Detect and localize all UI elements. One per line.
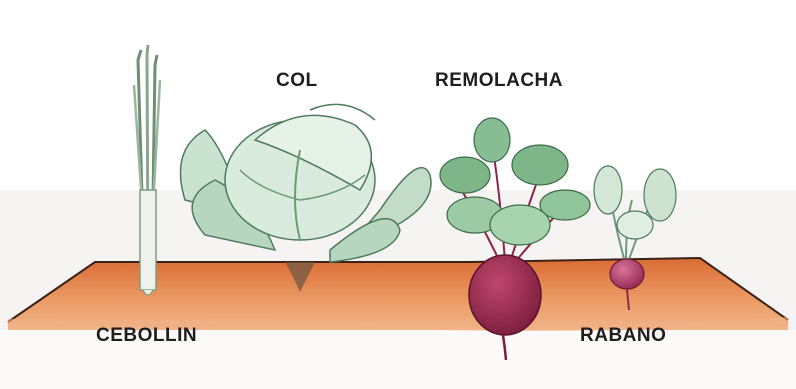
sky-background: [0, 0, 796, 190]
label-rabano: RABANO: [580, 325, 666, 347]
label-remolacha: REMOLACHA: [435, 70, 563, 92]
label-col: COL: [276, 70, 318, 92]
label-cebollin: CEBOLLIN: [96, 325, 197, 347]
